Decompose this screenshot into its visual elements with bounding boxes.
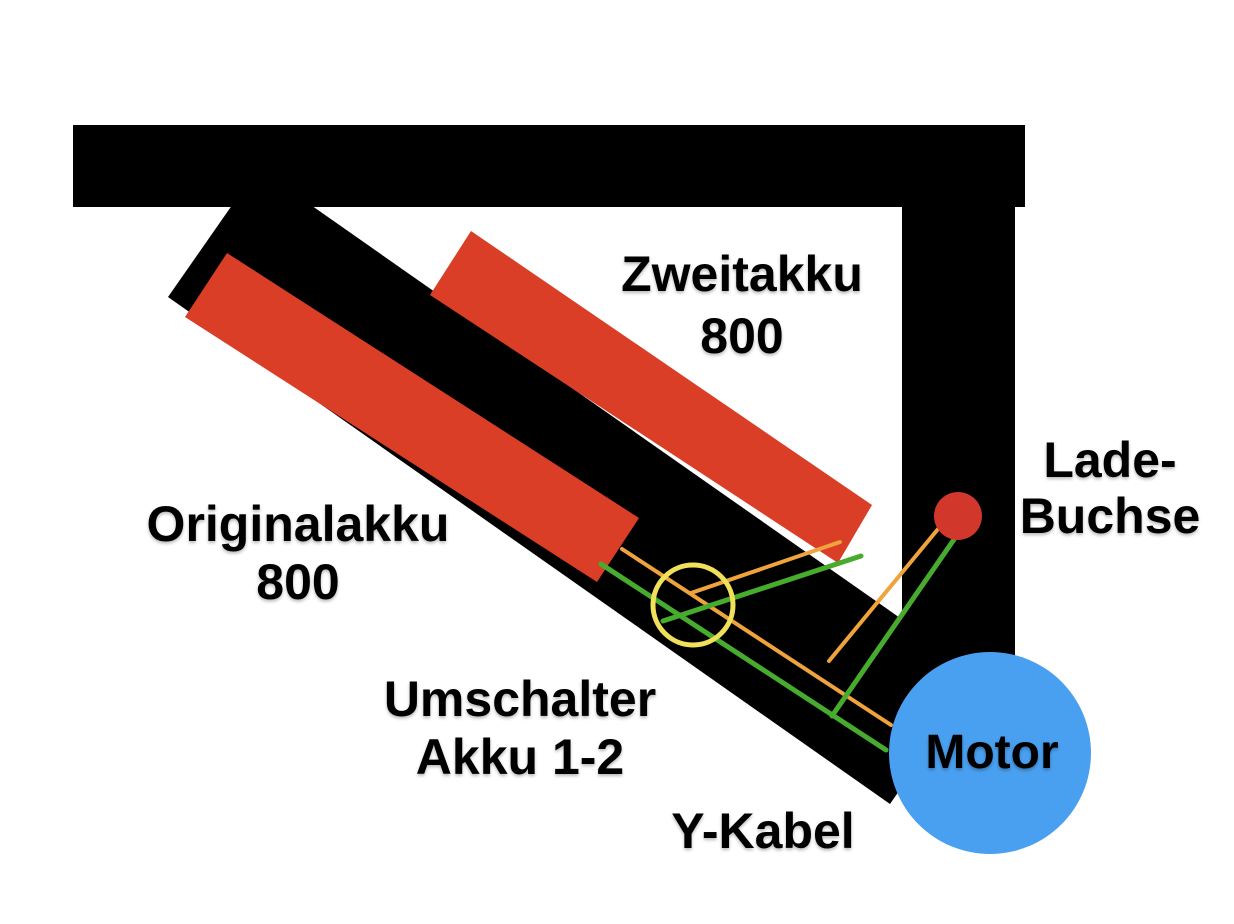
- originalakku-capacity: 800: [256, 554, 340, 610]
- originalakku-label: Originalakku 800: [147, 495, 450, 611]
- zweitakku-label: Zweitakku 800: [621, 243, 863, 367]
- lade-buchse-line2: Buchse: [1019, 488, 1201, 544]
- top-beam: [73, 125, 1025, 207]
- originalakku-battery-bar: [185, 253, 639, 582]
- y-kabel-label: Y-Kabel: [671, 802, 854, 860]
- motor-circle: [889, 652, 1091, 854]
- motor-label: Motor: [925, 724, 1058, 782]
- green-wire-battery1-to-motor: [598, 561, 889, 753]
- umschalter-switch-circle: [650, 562, 736, 648]
- green-wire-charge-socket: [829, 535, 958, 719]
- zweitakku-battery-bar: [430, 231, 872, 563]
- umschalter-line1: Umschalter: [383, 671, 657, 727]
- motor-text: Motor: [925, 726, 1059, 779]
- y-kabel-text: Y-Kabel: [671, 803, 855, 859]
- umschalter-line2: Akku 1-2: [415, 729, 625, 785]
- green-wire-branch-to-battery2: [660, 553, 864, 624]
- zweitakku-capacity: 800: [700, 308, 784, 364]
- lade-buchse-label: Lade- Buchse: [1020, 432, 1201, 544]
- lade-buchse-socket-dot: [934, 492, 982, 540]
- lade-buchse-line1: Lade-: [1043, 432, 1177, 488]
- umschalter-label: Umschalter Akku 1-2: [384, 670, 656, 786]
- zweitakku-name: Zweitakku: [621, 246, 863, 302]
- orange-wire-charge-socket: [827, 521, 945, 663]
- orange-wire-branch-to-battery2: [689, 540, 842, 595]
- originalakku-name: Originalakku: [146, 496, 450, 552]
